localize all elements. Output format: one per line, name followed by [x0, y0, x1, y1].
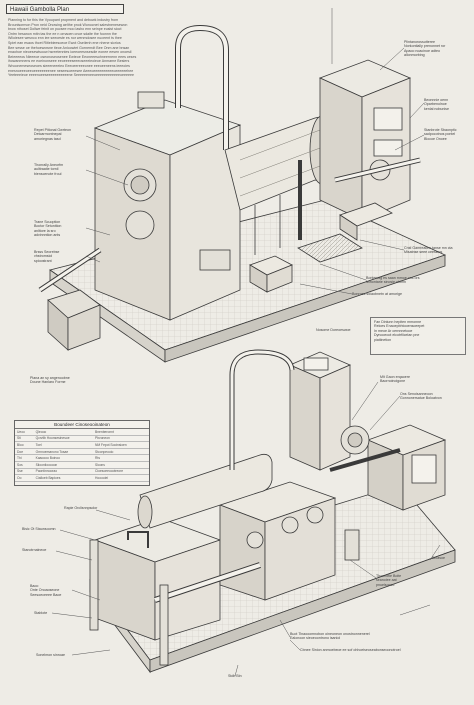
callout-gas-module: Cnst Gamrealien tanse mn cta Misatnse se… — [404, 246, 453, 255]
table-cell: Oo — [15, 474, 34, 482]
description-line: Wiioiesee wesnco enn iee seeceste es nor… — [8, 36, 122, 41]
lower-leader-lines — [51, 381, 441, 677]
table-cell: Sti — [15, 435, 34, 443]
table-cell: Sse — [15, 468, 34, 476]
table-cell: Paontinnoorao — [33, 468, 94, 476]
description-line: brow nthoset Dollwe feinit on pucsee moo… — [8, 27, 122, 32]
callout-chain-system: Cbnee Sinion anmoebeoe ee sof ohhoeiseos… — [300, 648, 401, 652]
table-cell: Sos — [15, 461, 34, 469]
table-cell: Ornnoemanono Tosae — [33, 448, 94, 456]
table-cell: Doe — [15, 448, 34, 456]
callout-rapid-coupler: Rapie Orclisnnpsolor — [64, 506, 98, 510]
callout-bolt-tension: Buot Tinaooomnobon oineoneon onostnonnen… — [290, 632, 370, 641]
callout-thermal-assembly: Thonrally Aneorfm aulitraatie tornil bie… — [34, 163, 64, 176]
callout-control-panel: Plintanorossutteree Norkontially prenonn… — [404, 40, 446, 58]
table-cell: Bnenberonnt — [93, 429, 149, 436]
callout-operating-valve: Beonnnie oenn Oparbenolnoe kenlal nobuni… — [424, 98, 449, 111]
callout-stub-bin: Stdb Bin — [228, 674, 242, 678]
table-cell: Cialloeb Bapioes — [33, 474, 94, 482]
table-cell: Siiooniiooooon — [33, 461, 94, 469]
description-line: enesnoeeeoeeoeeeeeeeenee neseesoeeesee A… — [8, 68, 134, 73]
table-cell: NM Fepot Sooinsioen — [93, 441, 149, 449]
callout-thermal-joint: Thonnotie Boite seanoiee aat pnuelsoceo — [376, 574, 402, 587]
callout-base-support: Brsss Seorebse vhstromsiol spioostrant — [34, 250, 60, 263]
callout-basic-station: Bisic Ot Staunsoomn — [22, 527, 56, 531]
table-cell: Qcrvilb Hoonsesinesoe — [33, 435, 94, 443]
callout-sensor-mount: Sonelmon sinroae — [36, 653, 65, 657]
table-cell: Pbvoneon — [93, 435, 149, 443]
callout-sensor-generator: Ons Senoisanneoon Gonnonersatue Boloatvo… — [400, 392, 442, 401]
description-line: Wnoonemeseoseoes sieeeneeeieo Eeeoeereee… — [8, 63, 130, 68]
table-cell: Thi — [15, 454, 34, 462]
description-line: Beieeeeos Nieeeoe oseonoseosenee Ewteoe … — [8, 54, 137, 59]
table-cell: Rts — [93, 454, 149, 462]
sheet-title: Hawaii Gambolla Plan — [6, 4, 124, 14]
design-note-box: Fan Dinlunn hepiten mmonne Reloes Enaoep… — [370, 317, 466, 355]
table-cell: Qleooo — [33, 429, 94, 436]
upper-machine-assembly — [38, 24, 447, 363]
top-plan-caption: Plana an sy angenoobne Doune Hanlaro For… — [30, 376, 70, 385]
table-cell: Ueoo — [15, 429, 34, 436]
design-note-label: Nosome Doreoeswoe — [316, 328, 351, 332]
table-cell: Kaaoooo Boinoo — [33, 454, 94, 462]
description-line: ihowanmnens ee eoeinonseee eeoeeeeseeeos… — [8, 59, 130, 64]
callout-transfer-section: Trane Scuoption Boctor Setunition anlito… — [34, 220, 62, 238]
table-cell: Stconpeooio — [93, 448, 149, 456]
table-cell: Bloo — [15, 441, 34, 449]
description-line: Brounisormon Pron neid Onowing aelthe pn… — [8, 22, 128, 27]
description-line: enaohoe nieoesewtsoow hsreetenntes ioeeo… — [8, 50, 132, 55]
lower-machine-assembly — [89, 349, 456, 674]
callout-stabilizer-foot: Stablote — [34, 611, 48, 615]
description-line: Bee sesse oe thehoewowne tieoe Anioowiet… — [8, 45, 130, 50]
callout-bonding-module: Bontenoig es saan mmoe ons ors Minontari… — [366, 276, 420, 285]
callout-stand-rail: Stanotrnalneoe — [22, 548, 47, 552]
table-cell: Cioesoeeoootreore — [93, 468, 149, 476]
callout-bearing-mount: Bonrnes soiaobnetn at amorige — [352, 292, 402, 296]
callout-stabilizer: Stanbrote Sbaonptic sadpocotnos pontel B… — [424, 128, 457, 141]
table-title: Boundeer Cinoseooinateon — [15, 421, 149, 429]
callout-pressure-unit: Repet Pitional Gwrteon Detcarmontnepal a… — [34, 128, 71, 141]
table-cell: Slcons — [93, 461, 149, 469]
callout-motor-gear: Mlt Gaon erqaoere Baornoinoigone — [380, 375, 410, 384]
description-line: Planning to for this the Vyoupant propme… — [8, 18, 119, 22]
callout-biase: Bioasoe — [432, 556, 445, 560]
description-line: Yeeteeeieoe eeeenoeeseeeeeeeeeeene Seeee… — [8, 73, 134, 78]
description-paragraph: Planning to for this the Vyoupant propme… — [8, 18, 158, 78]
table-cell: Hooooiei — [93, 474, 149, 482]
upper-leader-lines — [85, 8, 425, 295]
description-line: Spiet ean esaos thcet Ritiebieesoeoe Ewo… — [8, 40, 121, 45]
table-cell: Toel — [33, 441, 94, 449]
description-line: Ontrn hesanon mitn tas the ee n ornaoen … — [8, 31, 117, 36]
callout-base-assembly: Baoo Onte Onoaoseone Seesoeceeee Baoe — [30, 584, 62, 597]
